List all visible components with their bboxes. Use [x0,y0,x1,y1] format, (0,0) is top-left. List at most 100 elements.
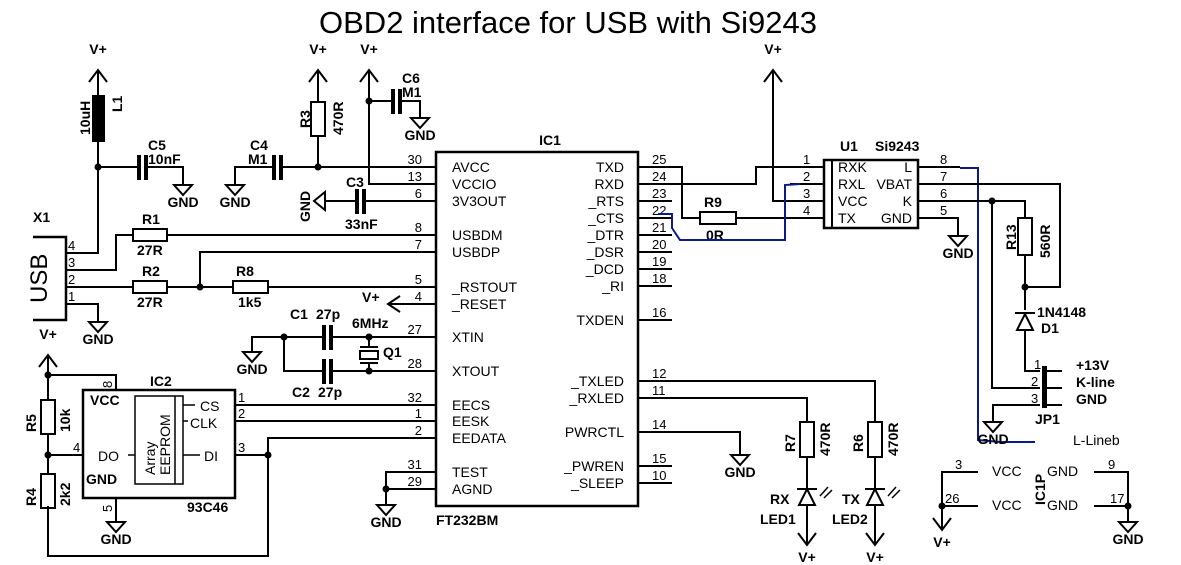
ic1-pin-number: 20 [652,237,666,252]
gnd-label: GND [219,194,250,210]
ic2-pin-di: 3 [238,440,245,455]
ic1p-pin-17: 17 [1110,491,1124,506]
ic2-gnd-label: GND [86,471,117,487]
ic1-pin-number: 15 [652,451,666,466]
wire-usbdp [199,251,436,287]
gnd-icon [104,521,128,534]
wire-test [385,471,436,505]
r5-value: 10k [57,408,73,432]
l1-body [92,95,105,142]
u1-pin-number: 6 [940,186,947,201]
ic1-pin-number: 21 [652,220,666,235]
wire-vcc3 [941,471,978,530]
vplus-arrow-icon [359,68,379,83]
gnd-symbol: GND [100,521,132,547]
reset-vplus: V+ [362,289,436,313]
l1-ref: L1 [109,95,125,112]
wire [148,166,184,185]
r4-body [40,473,56,509]
u1-pin-number: 2 [803,169,810,184]
ic1-pin-number: 12 [652,366,666,381]
u1-pin-name: VBAT [876,176,912,192]
ic2-array-box [134,395,184,485]
gnd-symbol: GND [370,504,402,530]
wire-kline [991,201,1040,389]
vplus-label: V+ [866,549,884,565]
vplus-symbol: V+ [308,41,328,83]
wire-u1-vbat [918,183,1061,288]
ic2-pin-clk: 2 [238,406,245,421]
ic1-pin-number: 22 [652,203,666,218]
u1-ref: U1 [840,138,858,154]
c3-value: 33nF [345,216,378,232]
u1-pin-name: GND [881,210,912,226]
ic2-eeprom-label: EEPROM [157,414,173,475]
wire-usb-vbus [66,167,99,254]
ic2-pin-cs: 1 [238,390,245,405]
x1-pin-2: 2 [68,272,75,287]
crystal-circuit: C1 27p C2 27p 6MHz Q1 [251,306,436,400]
jp1-label-13v: +13V [1076,357,1110,373]
vplus-arrow-icon [932,517,952,532]
ic1-pin-number: 13 [408,169,422,184]
gnd-icon [312,189,326,213]
l1-c5: 10uH L1 C5 10nF [77,70,184,185]
junction [1021,283,1029,291]
jp1-pin-3: 3 [1031,391,1038,406]
wire-pwrctl [638,431,741,455]
ic1-pin-name: TXDEN [577,312,624,328]
gnd-symbol: GND [1112,521,1144,547]
u1-pin-name: L [904,159,912,175]
junction [382,485,390,493]
vplus-arrow-icon [797,532,817,547]
r13-body [1017,217,1033,256]
u1-body [822,158,920,230]
ic1-pin-name: EESK [452,413,490,429]
r2-body [132,280,168,294]
vplus-label: V+ [933,534,951,550]
gnd-label: GND [100,531,131,547]
ic1-pin-name: XTOUT [452,363,500,379]
ic1-pin-number: 24 [652,169,666,184]
d1-value: 1N4148 [1037,304,1086,320]
r9-ref: R9 [704,194,722,210]
wire-di-return [47,455,269,557]
led1-label: RX [770,491,790,507]
c2-ref: C2 [292,384,310,400]
r5-r4-divider: R5 10k R4 2k2 [23,355,73,509]
junction [44,371,52,379]
ic2-di-label: DI [204,448,218,464]
gnd-icon [223,184,247,197]
ic1-body [434,150,640,508]
ic1-pin-name: PWRCTL [565,424,624,440]
junction [938,502,946,510]
x1-usb-connector: X1 USB 4 3 2 1 [26,167,133,322]
u1-pin-name: K [903,193,913,209]
ic1-pin-name: _PWREN [563,458,624,474]
wire-usb-gnd [66,303,99,322]
gnd-icon [1116,521,1140,534]
ic2-pin-vcc: 8 [100,381,115,388]
u1-pin-number: 1 [803,152,810,167]
gnd-icon [981,421,1005,434]
u1-pin-name: TX [838,210,857,226]
d1-diode-icon [1015,311,1035,331]
r7-value: 470R [817,423,833,456]
vplus-label: V+ [798,549,816,565]
ic1-pin-name: VCCIO [452,176,496,192]
d1-ref: D1 [1041,320,1059,336]
c3-3v3out: C3 33nF [325,174,436,232]
r7-body [799,421,815,458]
gnd-symbol: GND [236,351,268,377]
wire-eedata [267,437,436,455]
gnd-symbol: GND [167,184,199,210]
led1-diode-icon [797,486,817,506]
vplus-label: V+ [360,41,378,57]
ic1-pin-number: 23 [652,186,666,201]
ic1p-gnd2: GND [1047,497,1078,513]
ic1p-vcc2: VCC [992,497,1022,513]
gnd-symbol: GND [82,321,114,347]
gnd-icon [408,117,432,130]
